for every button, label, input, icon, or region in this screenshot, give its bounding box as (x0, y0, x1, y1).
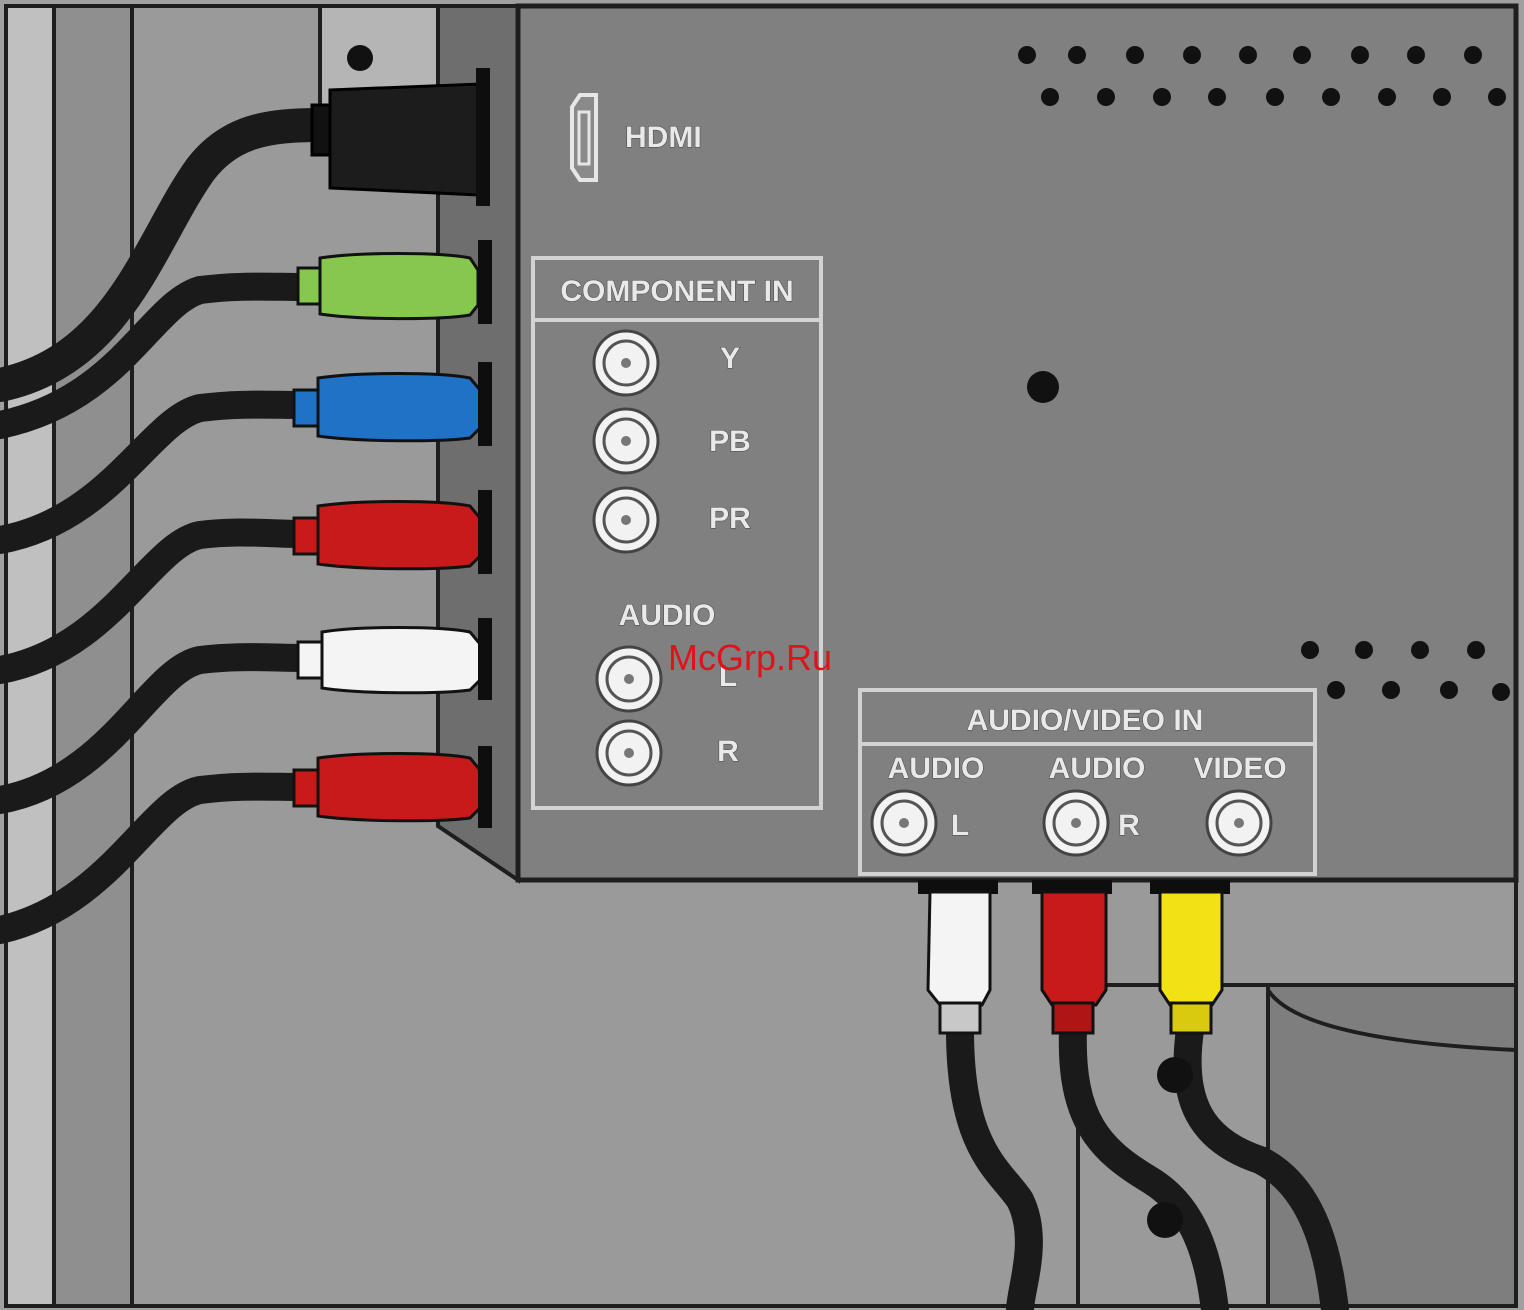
av-jack-audio-r-side: R (1118, 809, 1140, 842)
jack-audio-r-label: R (717, 735, 739, 768)
lower-box-right (1268, 985, 1516, 1306)
jack-audio-l[interactable] (597, 647, 661, 711)
white-plug (298, 618, 492, 700)
hdmi-port[interactable] (572, 95, 596, 180)
box-screw-lower-icon (1147, 1202, 1183, 1238)
av-jack-video[interactable] (1207, 791, 1271, 855)
av-in-title: AUDIO/VIDEO IN (967, 704, 1204, 737)
panel-screw-icon (1027, 371, 1059, 403)
jack-y[interactable] (594, 331, 658, 395)
jack-y-label: Y (720, 342, 740, 375)
jack-pb[interactable] (594, 409, 658, 473)
av-jack-audio-l[interactable] (872, 791, 936, 855)
box-screw-upper-icon (1157, 1057, 1193, 1093)
jack-pr[interactable] (594, 488, 658, 552)
av-col-audio-r-label: AUDIO (1049, 752, 1146, 785)
component-audio-title: AUDIO (619, 599, 716, 632)
jack-audio-r[interactable] (597, 721, 661, 785)
component-in-title: COMPONENT IN (560, 275, 793, 308)
av-col-video-label: VIDEO (1193, 752, 1286, 785)
hdmi-plug (312, 68, 490, 206)
av-jack-audio-l-side: L (951, 809, 969, 842)
jack-pr-label: PR (709, 502, 751, 535)
red-plug-lower (294, 746, 492, 828)
av-col-audio-l-label: AUDIO (888, 752, 985, 785)
jack-pb-label: PB (709, 425, 751, 458)
watermark-text: McGrp.Ru (668, 637, 832, 678)
av-jack-audio-r[interactable] (1044, 791, 1108, 855)
bracket-screw-icon (347, 45, 373, 71)
hdmi-label: HDMI (625, 121, 702, 154)
